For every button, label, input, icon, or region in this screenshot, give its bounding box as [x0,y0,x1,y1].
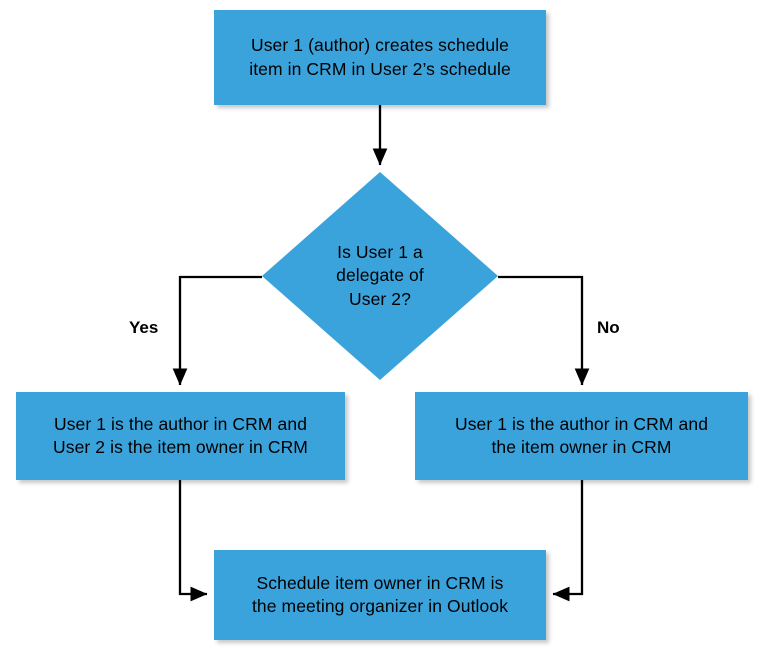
node-decision-label: Is User 1 a delegate of User 2? [336,242,424,309]
edge-label-no: No [597,318,620,337]
flowchart-node-decision[interactable]: Is User 1 a delegate of User 2? [262,172,498,380]
node-left-outcome-label: User 1 is the author in CRM and User 2 i… [53,413,308,457]
connector-decision-no-to-right-outcome [498,275,590,386]
connector-decision-yes-to-left-outcome [172,275,262,386]
flowchart-node-left-outcome[interactable]: User 1 is the author in CRM and User 2 i… [16,392,345,480]
node-start-label: User 1 (author) creates schedule item in… [249,35,511,79]
connector-left-outcome-to-end [178,480,208,602]
node-right-outcome-label: User 1 is the author in CRM and the item… [454,413,709,457]
node-end-label: Schedule item owner in CRM is the meetin… [251,572,509,616]
edge-label-yes: Yes [129,318,159,337]
flowchart-node-end[interactable]: Schedule item owner in CRM is the meetin… [214,550,546,640]
flowchart-node-start[interactable]: User 1 (author) creates schedule item in… [214,10,546,105]
connector-right-outcome-to-end [552,480,584,602]
flowchart-node-right-outcome[interactable]: User 1 is the author in CRM and the item… [415,392,748,480]
